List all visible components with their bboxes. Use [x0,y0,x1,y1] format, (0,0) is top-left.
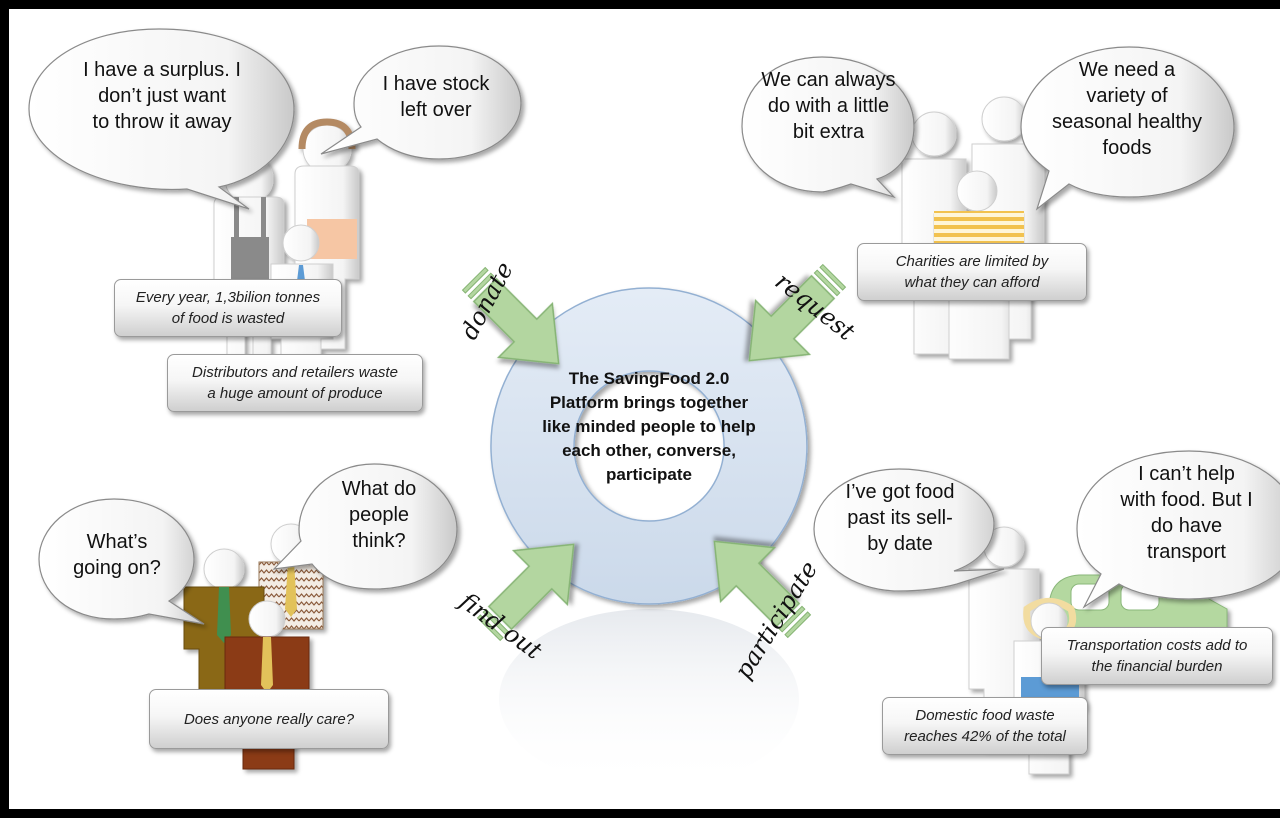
find-out-arrow [476,543,575,642]
bubble-stock-text: I have stock left over [382,73,490,121]
note-charities: Charities are limited by what they can a… [857,243,1087,301]
center-ring-reflection [499,609,799,789]
bubble-think-text: What do people think? [341,478,417,552]
note-distributors: Distributors and retailers waste a huge … [167,354,423,412]
bubble-variety-text: We need a variety of seasonal healthy fo… [1051,59,1203,159]
bubble-stock-shape [320,45,522,160]
bubble-surplus-text: I have a surplus. I don’t just want to t… [83,59,241,133]
bubble-extra-shape [741,56,915,199]
bubble-extra-text: We can always do with a little bit extra [761,69,896,143]
request-arrow [748,263,847,362]
diagram-canvas [28,28,1280,789]
bubble-think-shape [272,463,458,590]
participate-arrow [713,540,812,639]
note-anyone-care: Does anyone really care? [149,689,389,749]
bubble-going-on-text: What’s going on? [73,531,161,579]
bubble-going-on-shape [38,498,205,625]
bubble-transport-shape [1076,450,1280,609]
bubble-sell-by-text: I’ve got food past its sell- by date [845,481,955,555]
bubble-sell-by-shape [813,468,1005,592]
platform-description: The SavingFood 2.0 Platform brings toget… [542,369,756,484]
bubble-variety-shape [1020,46,1235,211]
bubble-surplus-shape [28,28,295,210]
note-domestic-waste: Domestic food waste reaches 42% of the t… [882,697,1088,755]
bubble-transport-text: I can’t help with food. But I do have tr… [1120,463,1253,563]
note-food-wasted: Every year, 1,3bilion tonnes of food is … [114,279,342,337]
note-transport-costs: Transportation costs add to the financia… [1041,627,1273,685]
donate-arrow [461,266,560,365]
